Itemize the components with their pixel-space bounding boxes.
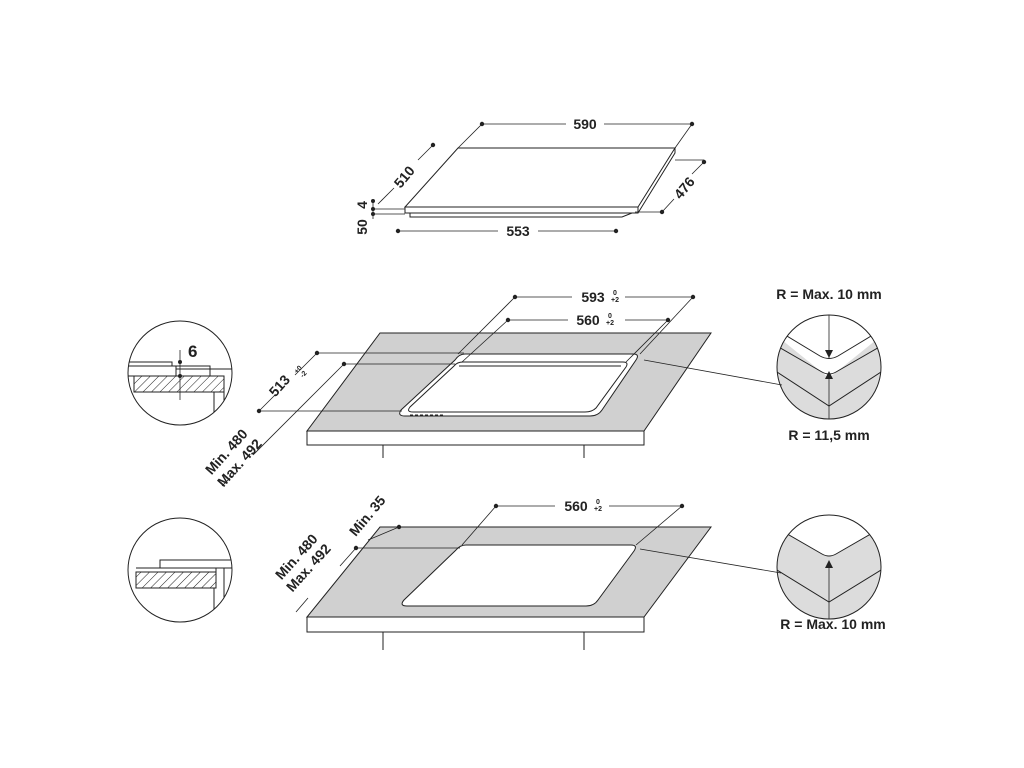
flush-depth-tol-upper: +0 (293, 365, 304, 376)
dim-flush-outer-width: 593 0 +2 (457, 289, 696, 355)
flush-inner-width-tol-lower: +2 (606, 320, 614, 327)
flush-outer-width-tol-lower: +2 (611, 297, 619, 304)
worktop-flush (306, 332, 712, 458)
flush-depth-label: 513 (266, 371, 294, 399)
flush-corner-outer-label: R = Max. 10 mm (776, 286, 881, 302)
hob-base-width-label: 553 (506, 223, 530, 239)
worktop-front-edge (306, 430, 645, 446)
standard-width-tol-lower: +2 (594, 506, 602, 513)
detail-recess-section: 6 (127, 320, 233, 426)
hob-width-label: 590 (573, 116, 597, 132)
worktop-front-edge-2 (306, 616, 645, 633)
worktop-standard (305, 526, 712, 650)
flush-depth-tol-lower: -2 (299, 370, 308, 379)
dim-flush-inner-width: 560 0 +2 (461, 312, 671, 363)
flush-inner-width-tol-upper: 0 (608, 313, 612, 320)
hob-edge (404, 206, 639, 214)
dim-hob-base-depth: 476 (635, 159, 707, 215)
cutout-hole (408, 361, 628, 413)
flush-corner-inner-label: R = 11,5 mm (788, 427, 869, 443)
hob-drawing (403, 147, 676, 218)
standard-width-tol-upper: 0 (596, 499, 600, 506)
dim-hob-depth: 510 (377, 142, 436, 205)
dim-hob-width: 590 (457, 116, 695, 149)
hob-base-depth-label: 476 (671, 174, 698, 202)
hob-height-label: 50 (354, 219, 370, 235)
flush-inner-width-label: 560 (576, 312, 600, 328)
standard-width-label: 560 (564, 498, 588, 514)
detail-standard-section (127, 517, 233, 623)
hob-base (409, 212, 633, 218)
dim-standard-width: 560 0 +2 (461, 498, 685, 546)
hob-top-thickness-label: 4 (354, 201, 370, 209)
standard-corner-label: R = Max. 10 mm (780, 616, 885, 632)
dim-hob-height: 4 50 (354, 199, 405, 235)
recess-depth-label: 6 (188, 342, 197, 361)
hob-top-plate (403, 147, 676, 208)
hob-depth-label: 510 (391, 163, 418, 191)
dim-hob-base-width: 553 (395, 223, 619, 239)
detail-corner-radius-standard: R = Max. 10 mm (639, 514, 886, 632)
flush-outer-width-label: 593 (581, 289, 605, 305)
detail-corner-radius-flush: R = Max. 10 mm R = 11,5 mm (643, 286, 882, 443)
flush-outer-width-tol-upper: 0 (613, 290, 617, 297)
